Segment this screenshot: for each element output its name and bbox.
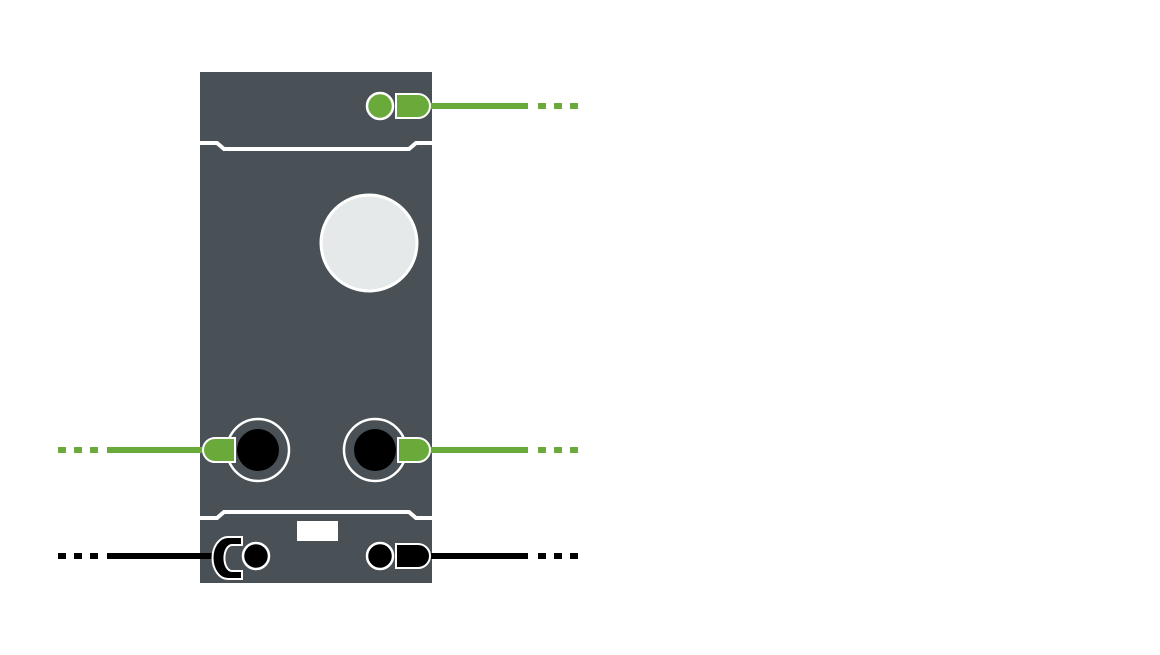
left-plug-icon[interactable]: [202, 437, 236, 463]
right-plug-icon[interactable]: [397, 437, 431, 463]
top-output-jack-icon[interactable]: [365, 91, 395, 121]
top-output-cable[interactable]: [365, 91, 578, 121]
left-input-cable[interactable]: [58, 437, 236, 463]
bottom-left-cable[interactable]: [58, 536, 271, 580]
bottom-left-plug-icon[interactable]: [211, 536, 243, 580]
label-plate: [297, 521, 338, 541]
right-output-cable[interactable]: [397, 437, 578, 463]
bottom-right-plug-icon[interactable]: [395, 543, 431, 569]
bottom-right-cable[interactable]: [365, 541, 578, 571]
knob-icon[interactable]: [319, 193, 419, 293]
bottom-right-jack-icon[interactable]: [365, 541, 395, 571]
jack-hole-icon: [354, 429, 396, 471]
top-plug-icon[interactable]: [395, 93, 431, 119]
right-output-jack[interactable]: [342, 417, 408, 483]
jack-hole-icon: [237, 429, 279, 471]
left-input-jack[interactable]: [225, 417, 291, 483]
top-divider: [200, 141, 432, 151]
bottom-divider: [200, 510, 432, 520]
module-panel: [200, 72, 432, 583]
bottom-left-jack-icon[interactable]: [241, 541, 271, 571]
